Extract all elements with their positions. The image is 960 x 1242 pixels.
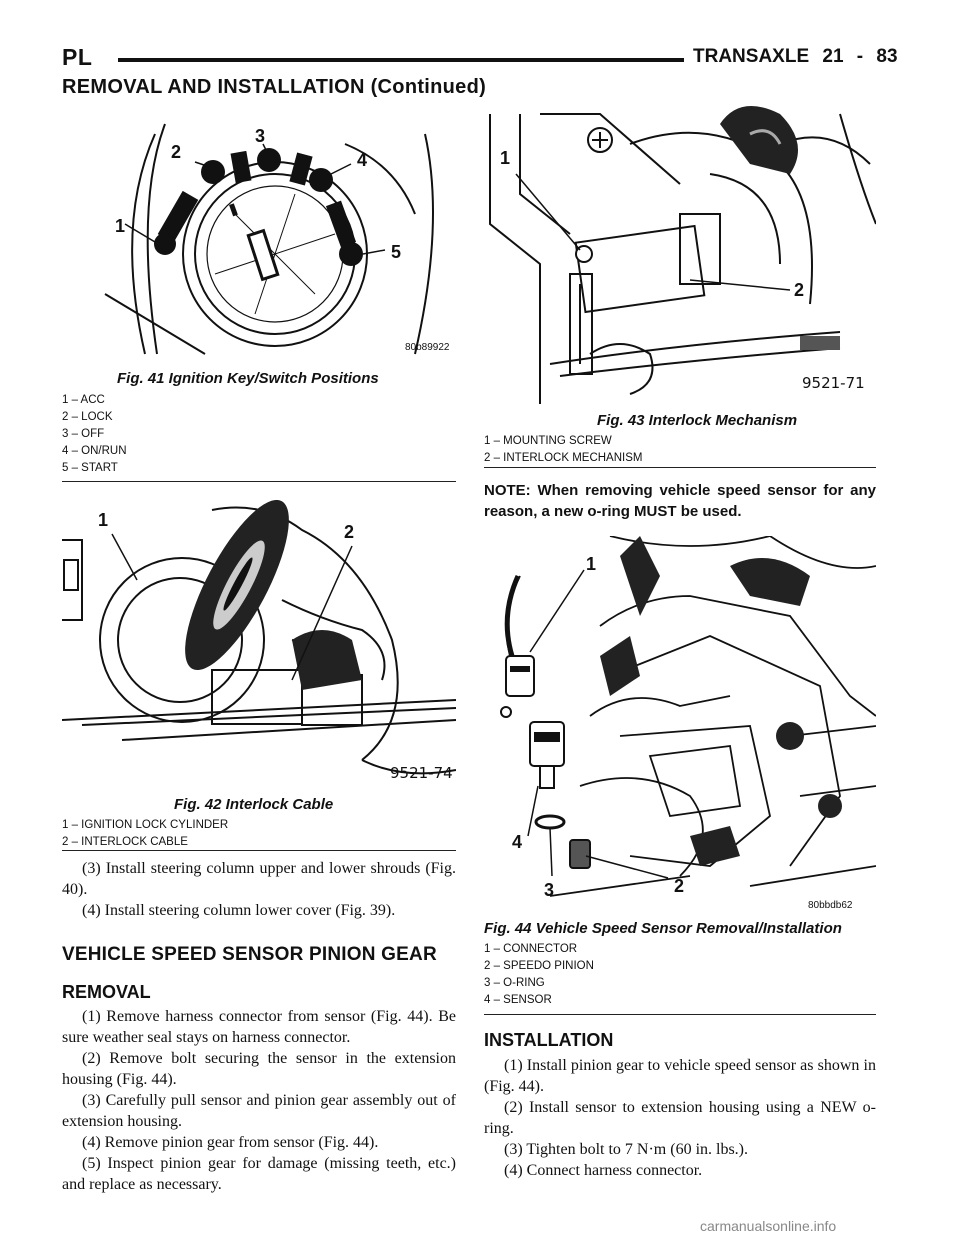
installation-title: INSTALLATION xyxy=(484,1030,614,1050)
fig42-legend-item: 1 – IGNITION LOCK CYLINDER xyxy=(62,819,229,831)
figure-41: 1 2 3 4 5 80b89922 xyxy=(95,104,455,362)
fig42-code: 9521-74 xyxy=(390,764,453,782)
removal-step: (4) Remove pinion gear from sensor (Fig.… xyxy=(82,1134,379,1151)
note-text: NOTE: When removing vehicle speed sensor… xyxy=(484,482,876,520)
fig41-legend-item: 1 – ACC xyxy=(62,394,105,406)
installation-step: (2) Install sensor to extension housing … xyxy=(484,1099,876,1137)
fig41-callout-4: 4 xyxy=(357,150,368,170)
fig42-caption: Fig. 42 Interlock Cable xyxy=(174,796,334,813)
left-step: (3) Install steering column upper and lo… xyxy=(62,860,456,898)
fig41-callout-5: 5 xyxy=(391,242,402,262)
speed-sensor-illustration xyxy=(500,535,877,897)
fig41-code: 80b89922 xyxy=(405,342,450,353)
left-column-text: (3) Install steering column upper and lo… xyxy=(62,858,456,921)
fig44-legend: 1 – CONNECTOR 2 – SPEEDO PINION 3 – O-RI… xyxy=(484,941,594,1009)
fig44-caption: Fig. 44 Vehicle Speed Sensor Removal/Ins… xyxy=(484,920,842,937)
removal-title: REMOVAL xyxy=(62,982,151,1002)
fig44-callout-2: 2 xyxy=(674,876,685,896)
ignition-switch-illustration xyxy=(104,123,434,355)
watermark: carmanualsonline.info xyxy=(700,1218,837,1234)
fig41-legend-item: 4 – ON/RUN xyxy=(62,445,127,457)
interlock-cable-illustration xyxy=(61,499,457,775)
fig43-caption: Fig. 43 Interlock Mechanism xyxy=(597,412,798,429)
fig41-callout-3: 3 xyxy=(255,126,266,146)
removal-step: (2) Remove bolt securing the sensor in t… xyxy=(62,1050,456,1088)
fig42-legend: 1 – IGNITION LOCK CYLINDER 2 – INTERLOCK… xyxy=(62,817,228,851)
section-title: VEHICLE SPEED SENSOR PINION GEAR xyxy=(62,944,437,965)
fig41-legend-item: 3 – OFF xyxy=(62,428,105,440)
installation-step: (4) Connect harness connector. xyxy=(504,1162,703,1179)
installation-step: (3) Tighten bolt to 7 N·m (60 in. lbs.). xyxy=(504,1141,749,1158)
fig44-callout-3: 3 xyxy=(544,880,555,900)
installation-step: (1) Install pinion gear to vehicle speed… xyxy=(484,1057,876,1095)
fig41-rule xyxy=(62,481,456,482)
fig43-rule xyxy=(484,467,876,468)
fig44-callout-4: 4 xyxy=(512,832,523,852)
removal-steps: (1) Remove harness connector from sensor… xyxy=(62,1006,456,1195)
fig43-callout-1: 1 xyxy=(500,148,511,168)
fig44-callout-1: 1 xyxy=(586,554,597,574)
fig42-legend-item: 2 – INTERLOCK CABLE xyxy=(62,836,188,848)
installation-steps: (1) Install pinion gear to vehicle speed… xyxy=(484,1055,876,1181)
fig41-legend-item: 5 – START xyxy=(62,462,118,474)
fig41-callout-1: 1 xyxy=(115,216,126,236)
fig43-legend: 1 – MOUNTING SCREW 2 – INTERLOCK MECHANI… xyxy=(484,433,642,467)
removal-step: (1) Remove harness connector from sensor… xyxy=(62,1008,456,1046)
interlock-mechanism-illustration xyxy=(489,106,877,404)
fig41-legend-item: 2 – LOCK xyxy=(62,411,113,423)
fig42-rule xyxy=(62,850,456,851)
fig44-rule xyxy=(484,1014,876,1015)
fig44-legend-item: 1 – CONNECTOR xyxy=(484,943,578,955)
fig44-legend-item: 4 – SENSOR xyxy=(484,994,552,1006)
fig44-legend-item: 2 – SPEEDO PINION xyxy=(484,960,594,972)
fig42-callout-1: 1 xyxy=(98,510,109,530)
fig43-callout-2: 2 xyxy=(794,280,805,300)
fig41-caption: Fig. 41 Ignition Key/Switch Positions xyxy=(117,370,379,387)
fig44-code: 80bbdb62 xyxy=(808,900,853,911)
fig43-legend-item: 1 – MOUNTING SCREW xyxy=(484,435,612,447)
continued-title: REMOVAL AND INSTALLATION (Continued) xyxy=(62,76,487,98)
fig42-callout-2: 2 xyxy=(344,522,355,542)
removal-step: (3) Carefully pull sensor and pinion gea… xyxy=(62,1092,456,1130)
figure-44: 1 4 3 2 80bbdb62 xyxy=(490,535,877,916)
header-right: TRANSAXLE 21 - 83 xyxy=(693,46,898,67)
fig41-callout-2: 2 xyxy=(171,142,182,162)
fig41-legend: 1 – ACC 2 – LOCK 3 – OFF 4 – ON/RUN 5 – … xyxy=(62,392,127,477)
removal-step: (5) Inspect pinion gear for damage (miss… xyxy=(62,1155,456,1193)
figure-42: 1 2 9521-74 xyxy=(61,499,457,792)
header-rule xyxy=(118,58,684,62)
fig43-legend-item: 2 – INTERLOCK MECHANISM xyxy=(484,452,643,464)
left-step: (4) Install steering column lower cover … xyxy=(82,902,396,919)
fig44-legend-item: 3 – O-RING xyxy=(484,977,545,989)
fig43-code: 9521-71 xyxy=(802,374,865,392)
header-left: PL xyxy=(62,44,93,70)
figure-43: 1 2 9521-71 xyxy=(480,104,877,404)
